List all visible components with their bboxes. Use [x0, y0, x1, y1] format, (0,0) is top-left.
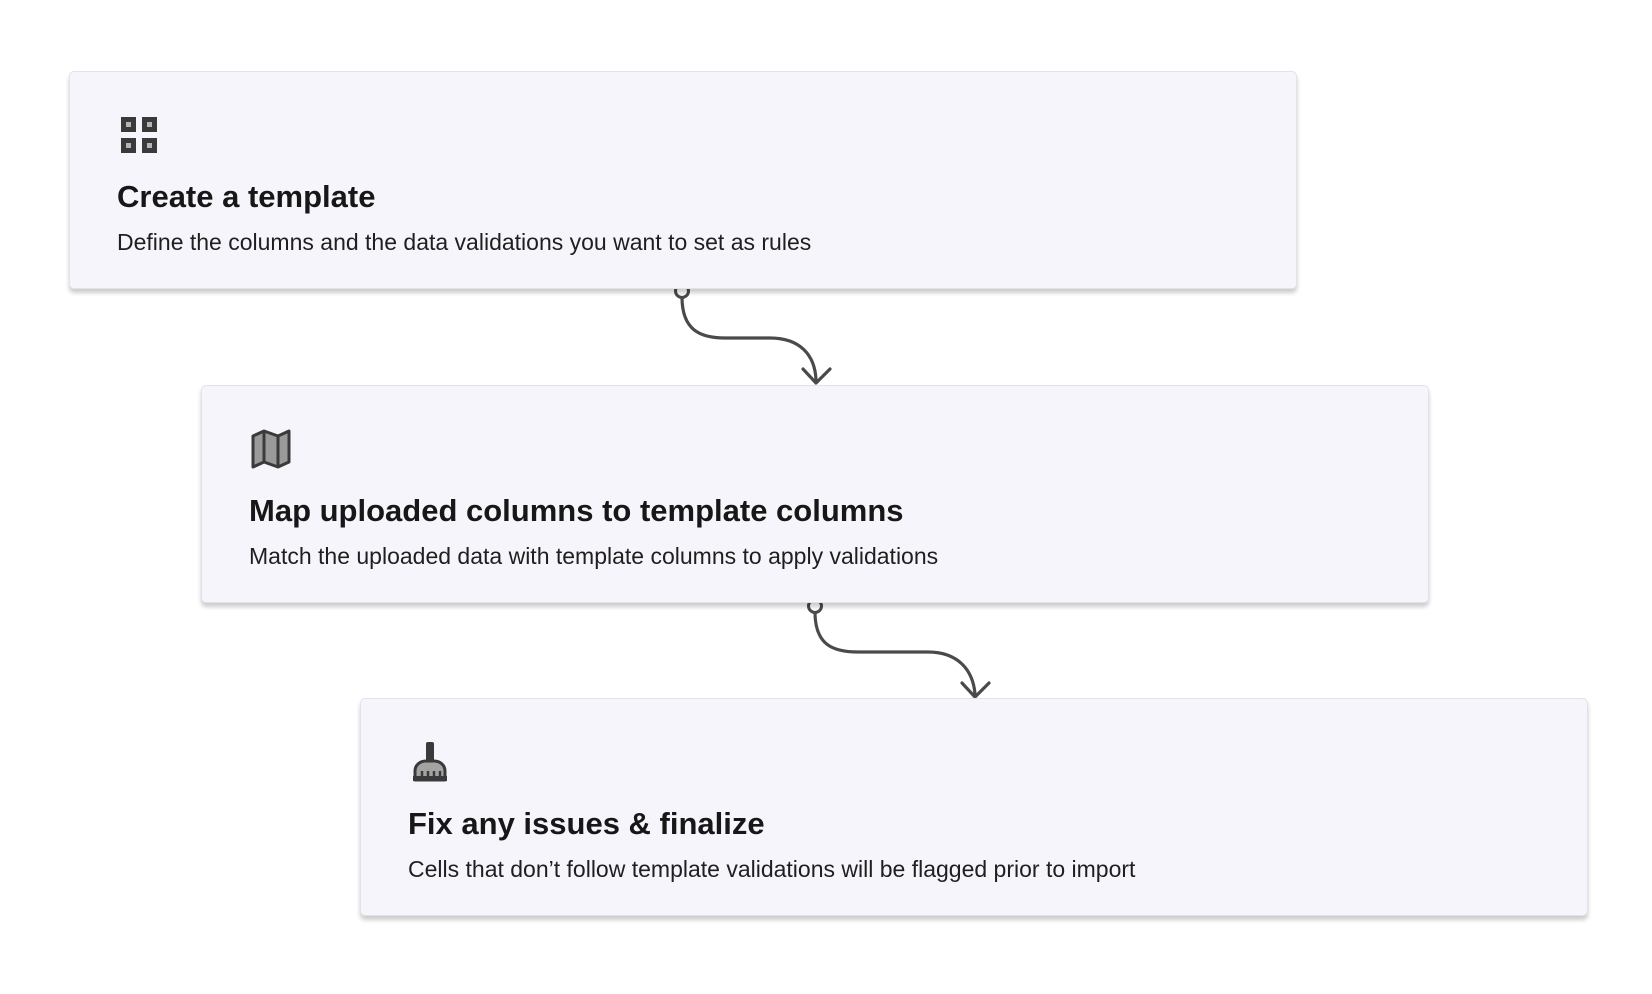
broom-icon — [409, 741, 451, 783]
step-description: Cells that don’t follow template validat… — [408, 856, 1136, 882]
step-title: Map uploaded columns to template columns — [249, 493, 904, 528]
step-card-create-template: Create a template Define the columns and… — [69, 71, 1297, 289]
step-title: Fix any issues & finalize — [408, 806, 765, 841]
connector-step2-to-step3 — [807, 598, 991, 699]
step-card-map-columns: Map uploaded columns to template columns… — [201, 385, 1429, 603]
step-title: Create a template — [117, 179, 376, 214]
step-description: Match the uploaded data with template co… — [249, 543, 939, 569]
map-icon — [250, 428, 292, 470]
connector-step1-to-step2 — [674, 283, 832, 385]
step-card-fix-issues: Fix any issues & finalize Cells that don… — [360, 698, 1588, 916]
grid-icon — [118, 114, 160, 156]
step-description: Define the columns and the data validati… — [117, 229, 812, 255]
